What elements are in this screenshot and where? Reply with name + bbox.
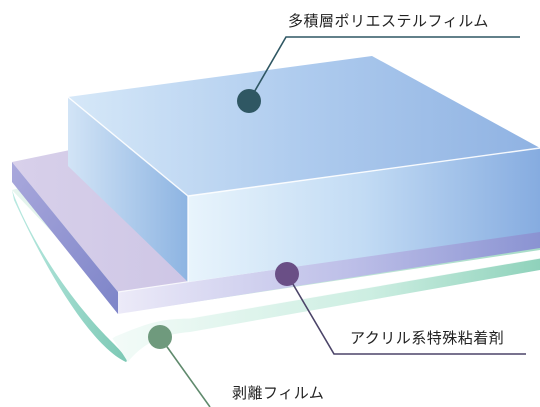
polyester-front-face [188, 148, 540, 282]
label-acrylic-adhesive: アクリル系特殊粘着剤 [350, 329, 505, 347]
top-leader-line [248, 36, 520, 102]
release-film-edge [109, 257, 540, 341]
polyester-left-side [68, 97, 188, 282]
bottom-layer-marker [148, 325, 172, 349]
adhesive-front-face [118, 230, 540, 314]
polyester-film-block [67, 56, 540, 282]
label-release-film: 剥離フィルム [232, 384, 325, 402]
top-layer-marker [237, 89, 261, 113]
middle-layer-marker [275, 262, 299, 286]
bottom-leader-line [159, 336, 211, 407]
adhesive-left-side [12, 162, 118, 314]
release-film-front-face [112, 258, 540, 362]
middle-leader-line [286, 273, 526, 355]
polyester-top-face [68, 56, 540, 196]
label-polyester-film: 多積層ポリエステルフィルム [288, 12, 489, 30]
